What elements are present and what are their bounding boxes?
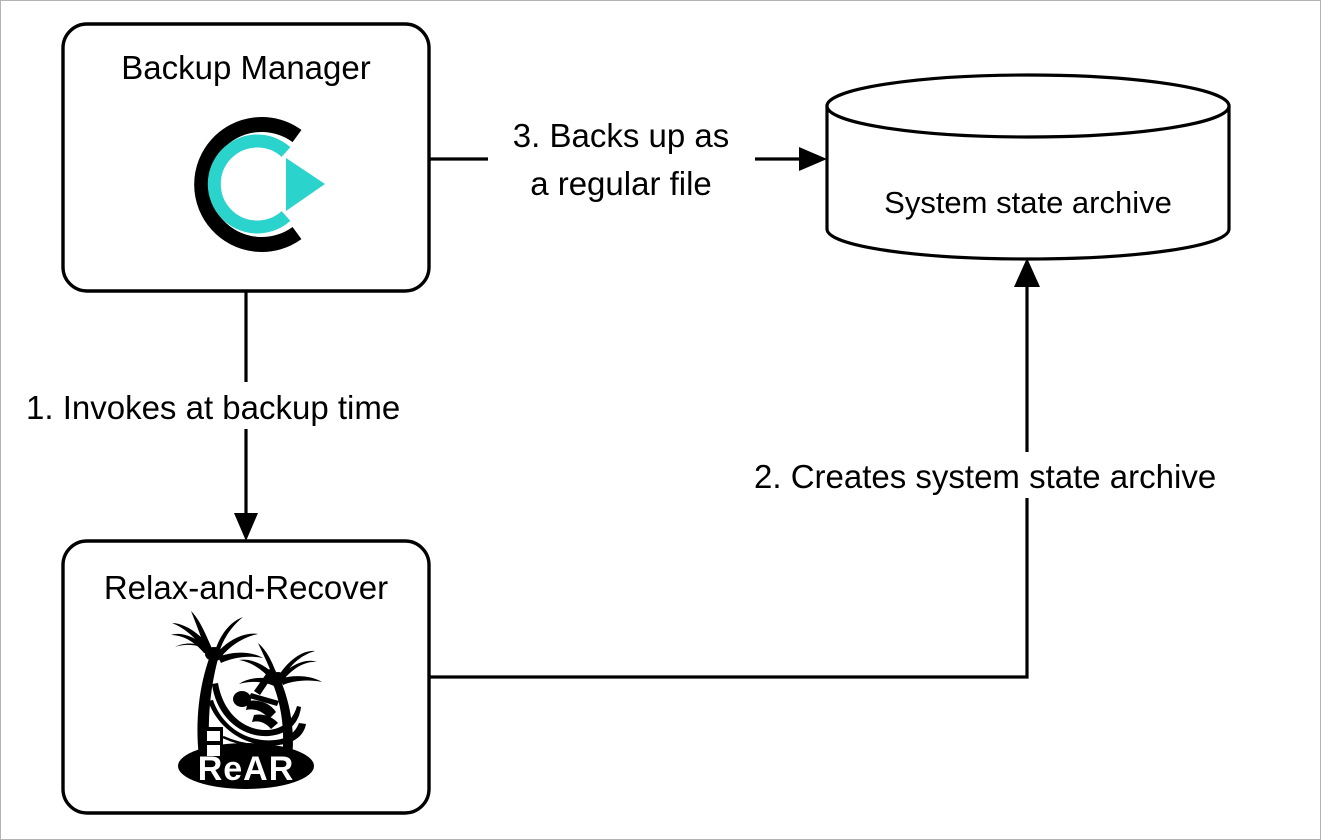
relax-and-recover-label: Relax-and-Recover [104,569,388,606]
edge-3-arrowhead [799,147,827,171]
edge-creates-system-state-archive: 2. Creates system state archive [429,258,1216,679]
edge-backs-up-as-a-regular-file: 3. Backs up as a regular file [429,117,827,202]
edge-invokes-at-backup-time: 1. Invokes at backup time [26,291,400,541]
node-relax-and-recover[interactable]: Relax-and-Recover [61,539,431,815]
rear-palm-hammock-logo: ReAR [171,611,322,789]
rear-logo-person [233,691,278,729]
rear-logo-left-palm-trunk [197,656,218,757]
relax-and-recover-box[interactable] [61,539,431,815]
backup-manager-label: Backup Manager [121,49,370,86]
node-backup-manager[interactable]: Backup Manager [61,22,431,293]
backup-manager-box[interactable] [61,22,431,293]
rear-logo-left-palm-fronds [171,611,263,663]
circular-refresh-icon-inner-arc [207,134,291,234]
edge-2-arrowhead [1014,258,1040,287]
edge-1-label: 1. Invokes at backup time [26,389,400,426]
circular-refresh-icon [194,117,325,252]
edge-2-label: 2. Creates system state archive [754,458,1216,495]
system-state-archive-label: System state archive [884,185,1172,220]
circular-refresh-icon-outer-arc [194,117,302,252]
rear-logo-laptop [254,667,276,695]
edge-2-path-lower [429,498,1029,679]
rear-logo-laptop-base [249,693,279,706]
edge-3-label-line-1: 3. Backs up as [513,117,729,154]
edge-3-label-line-2: a regular file [530,165,712,202]
circular-refresh-icon-play-triangle [286,158,325,211]
edge-1-arrowhead [234,513,258,541]
rear-logo-straw [222,735,266,747]
system-state-archive-cylinder-body[interactable] [825,104,1231,261]
rear-logo-hammock [212,683,301,737]
rear-logo-drink-glass [204,727,223,759]
rear-logo-wordmark: ReAR [198,750,295,788]
system-state-archive-cylinder-top [825,73,1231,139]
node-system-state-archive[interactable]: System state archive [825,73,1231,261]
